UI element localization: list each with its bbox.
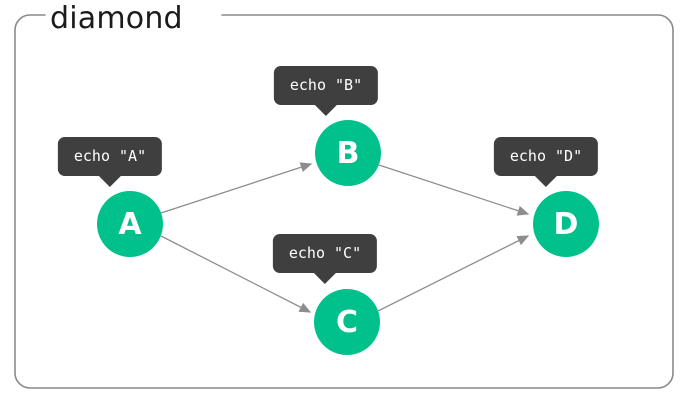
node-c-circle[interactable] (314, 289, 380, 355)
edge-c-to-d (377, 235, 530, 312)
cluster-border (14, 14, 674, 389)
edge-a-to-c (160, 235, 312, 313)
tooltip-node-d-text: echo "D" (509, 147, 583, 165)
tooltip-node-c-text: echo "C" (288, 244, 362, 262)
edge-a-to-b (160, 162, 313, 214)
edge-b-to-d (378, 164, 530, 216)
node-d-circle[interactable] (533, 191, 599, 257)
node-group (97, 120, 599, 355)
tooltip-node-b: echo "B" (273, 66, 379, 105)
node-a-circle[interactable] (97, 191, 163, 257)
tooltip-node-a: echo "A" (57, 137, 163, 176)
node-b-circle[interactable] (315, 120, 381, 186)
tooltip-node-c: echo "C" (272, 234, 378, 273)
tooltip-node-b-text: echo "B" (289, 76, 363, 94)
tooltip-node-a-text: echo "A" (73, 147, 147, 165)
cluster-title: diamond (50, 1, 183, 36)
edge-group (160, 162, 530, 313)
tooltip-node-d: echo "D" (493, 137, 599, 176)
